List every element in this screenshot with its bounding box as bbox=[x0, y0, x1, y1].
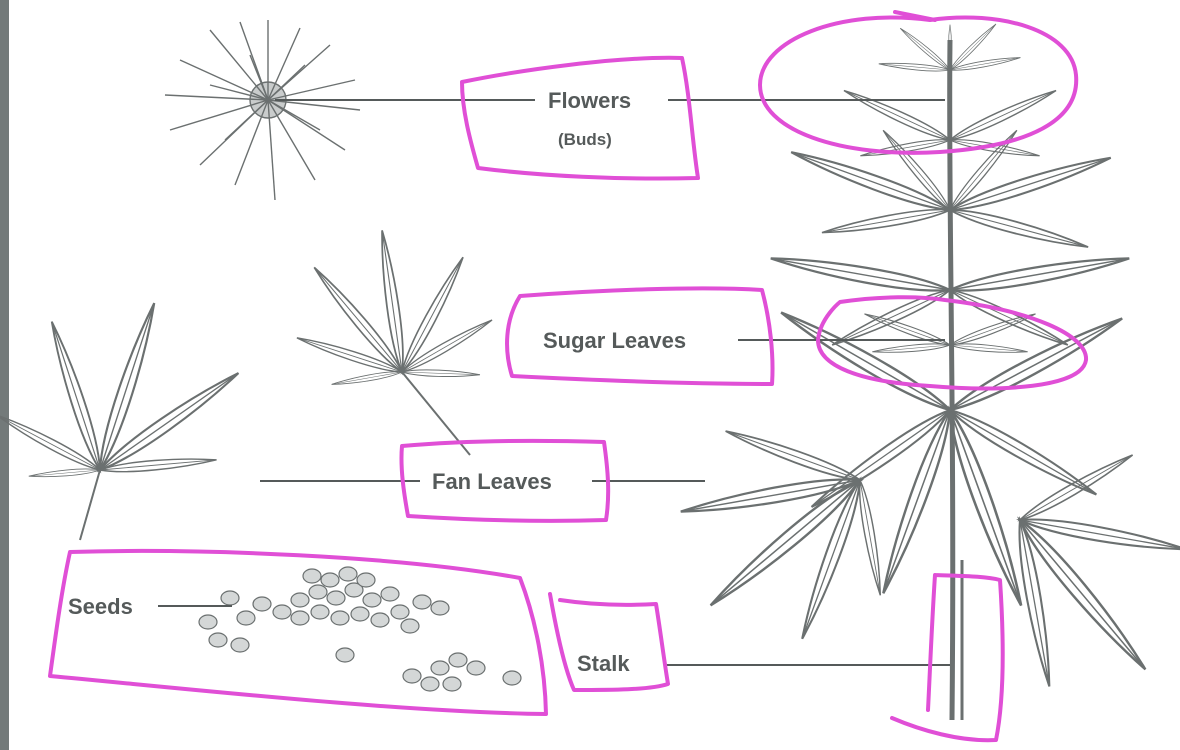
label-stalk: Stalk bbox=[577, 651, 630, 677]
seeds-illustration bbox=[199, 567, 521, 691]
label-sugar-leaves: Sugar Leaves bbox=[543, 328, 686, 354]
highlight-box-stalk-plant bbox=[892, 575, 1003, 740]
label-fan-leaves: Fan Leaves bbox=[432, 469, 552, 495]
fan-leaf-illustration bbox=[0, 301, 242, 540]
highlight-box-seeds bbox=[50, 551, 546, 714]
highlight-box-flowers bbox=[462, 58, 698, 179]
highlight-annotations bbox=[50, 12, 1086, 740]
cannabis-plant-illustration bbox=[679, 22, 1180, 720]
label-flowers: Flowers bbox=[548, 88, 631, 114]
leader-lines bbox=[158, 100, 950, 665]
label-buds: (Buds) bbox=[558, 130, 612, 150]
highlight-ellipse-flowers bbox=[760, 12, 1076, 153]
flower-bud-illustration bbox=[165, 20, 360, 200]
label-seeds: Seeds bbox=[68, 594, 133, 620]
sugar-leaf-illustration bbox=[296, 230, 495, 455]
